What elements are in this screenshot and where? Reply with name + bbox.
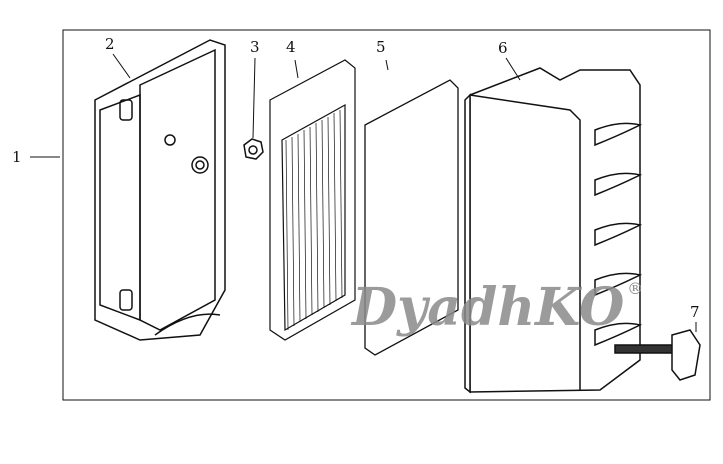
part-3-nut	[243, 138, 264, 160]
callout-3: 3	[250, 38, 260, 56]
callout-1: 1	[12, 148, 22, 166]
callout-2: 2	[105, 35, 115, 53]
part-2-base-housing	[94, 39, 226, 341]
leader-line-5	[385, 59, 389, 71]
part-6-cover	[464, 67, 643, 394]
part-7-knob-screw	[614, 329, 701, 381]
callout-4: 4	[286, 38, 296, 56]
part-4-pleated-filter	[269, 59, 356, 341]
leader-line-4	[294, 59, 299, 79]
callout-6: 6	[498, 39, 508, 57]
diagram-frame	[62, 29, 711, 401]
callout-7: 7	[690, 303, 700, 321]
watermark: DyadhKO ®	[352, 278, 643, 338]
leader-line-2	[112, 53, 131, 79]
watermark-logo: DyadhKO	[352, 277, 625, 338]
leader-line-3	[252, 57, 256, 139]
callout-5: 5	[376, 38, 386, 56]
part-5-foam-prefilter	[364, 79, 459, 356]
leader-line-6	[505, 57, 521, 81]
registered-mark: ®	[627, 279, 644, 298]
